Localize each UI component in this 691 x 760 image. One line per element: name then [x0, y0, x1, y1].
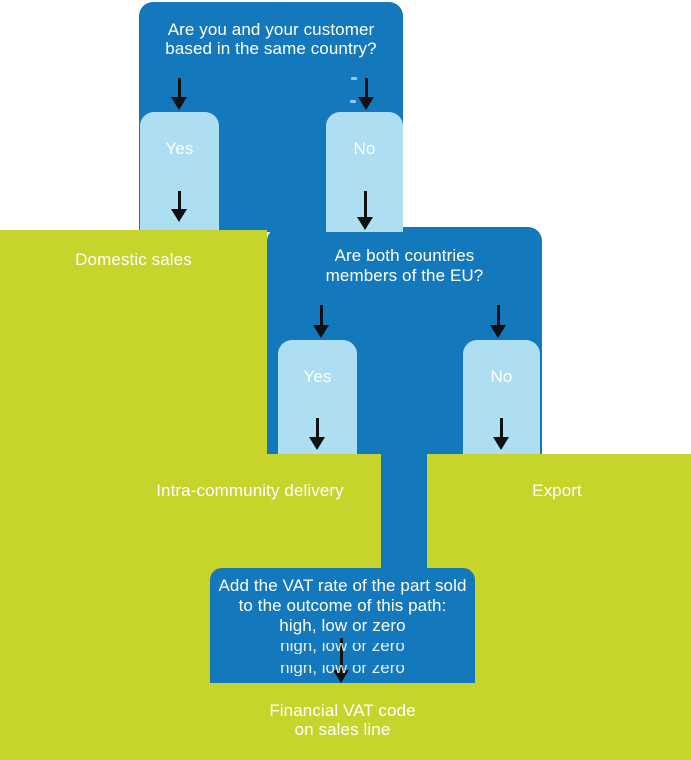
financial-vat-code-label: Financial VAT code on sales line	[210, 701, 475, 739]
artifact-dash-1	[351, 77, 357, 80]
export-label: Export	[532, 481, 582, 500]
question-eu-members-text: Are both countries members of the EU?	[267, 246, 542, 286]
question-line: Are you and your customer	[167, 20, 375, 39]
vat-rate-box	[210, 568, 475, 683]
vat-rate-line: high, low or zero	[279, 616, 406, 635]
question-line: Are both countries	[334, 246, 475, 265]
financial-line: on sales line	[294, 720, 391, 739]
question-line: members of the EU?	[325, 266, 484, 285]
domestic-sales-label: Domestic sales	[75, 250, 192, 269]
question-same-country-text: Are you and your customer based in the s…	[139, 20, 403, 58]
down-arrow-q1-to-yes	[171, 78, 187, 110]
no-label-level2: No	[490, 367, 513, 386]
artifact-dash-2	[350, 100, 356, 103]
flow-connector	[381, 454, 427, 572]
down-arrow-no2-to-export	[493, 418, 509, 450]
down-arrow-vat-to-final	[333, 638, 349, 683]
vat-rate-line: Add the VAT rate of the part sold	[218, 576, 467, 595]
down-arrow-yes1-to-domestic	[171, 191, 187, 222]
no-label-level1: No	[353, 139, 376, 158]
down-arrow-q2-to-yes	[313, 305, 329, 338]
ghost-text-line-1: high, low or zero	[280, 643, 405, 654]
vat-rate-line: to the outcome of this path:	[238, 596, 447, 615]
financial-line: Financial VAT code	[269, 701, 416, 720]
down-arrow-yes2-to-intra	[309, 418, 325, 450]
vat-rate-text: Add the VAT rate of the part sold to the…	[210, 576, 475, 636]
ghost-text-line-2: high, low or zero	[280, 665, 405, 676]
down-arrow-q1-to-no	[358, 78, 374, 110]
yes-label-level2: Yes	[303, 367, 332, 386]
yes-label-level1: Yes	[165, 139, 194, 158]
down-arrow-q2-to-no	[490, 305, 506, 338]
intra-community-delivery-label: Intra-community delivery	[156, 481, 344, 500]
down-arrow-no1-to-q2	[357, 191, 373, 230]
question-line: based in the same country?	[165, 39, 377, 58]
